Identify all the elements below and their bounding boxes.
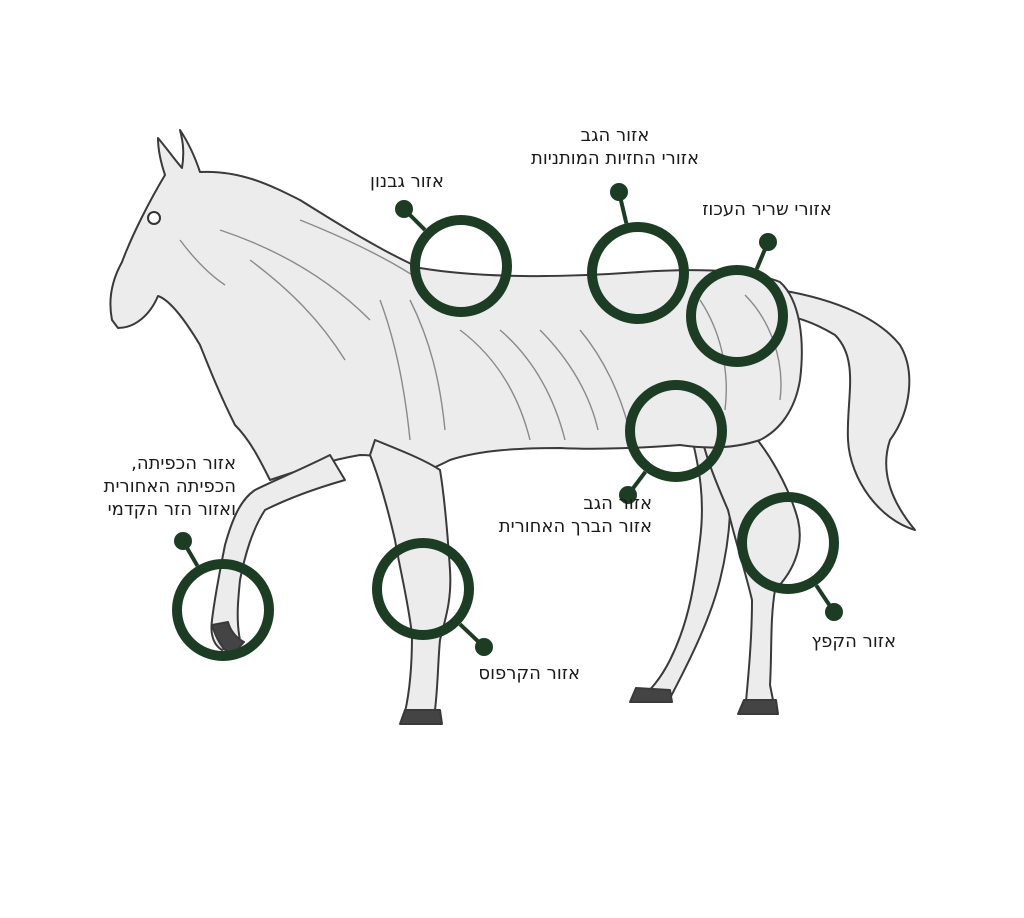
horse-hoof-front <box>399 709 443 725</box>
label-withers: אזור גבנון <box>352 170 462 193</box>
marker-ring-hock <box>737 492 839 594</box>
region-markers <box>172 183 843 661</box>
marker-ring-hind <box>625 380 727 482</box>
marker-ring-croup <box>686 265 788 367</box>
label-hock: אזור הקפץ <box>784 630 896 653</box>
horse-hoof-near-hind <box>737 699 779 715</box>
label-carpus: אזור הקרפוס <box>450 662 580 685</box>
label-hind-line-2: אזור הברך האחורית <box>498 516 652 537</box>
label-hind-line-1: אזור הגב <box>583 493 652 514</box>
marker-ring-back <box>587 222 689 324</box>
horse-eye <box>147 211 161 225</box>
horse-hoof-far-hind <box>629 687 673 703</box>
label-fetlock-line-3: ואזור הזר הקדמי <box>107 499 236 520</box>
marker-ring-fetlock <box>172 559 274 661</box>
marker-dot-withers <box>395 200 413 218</box>
label-fetlock-line-1: אזור הכפיתה, <box>131 453 236 474</box>
horse-muscle-lines <box>179 219 782 441</box>
marker-dot-carpus <box>475 638 493 656</box>
horse-front-extended-leg <box>210 454 346 651</box>
marker-dot-fetlock <box>174 532 192 550</box>
label-fetlock: אזור הכפיתה, הכפיתה האחורית ואזור הזר הק… <box>60 452 236 521</box>
label-hind: אזור הגב אזור הברך האחורית <box>452 492 652 538</box>
label-croup-line-1: אזורי שריר העכוז <box>702 199 832 220</box>
label-croup: אזורי שריר העכוז <box>672 198 862 221</box>
horse-body-outline <box>109 129 803 481</box>
marker-dot-back <box>610 183 628 201</box>
label-back: אזור הגב אזורי החזיות המותניות <box>500 124 730 170</box>
label-fetlock-line-2: הכפיתה האחורית <box>103 476 236 497</box>
label-back-line-2: אזורי החזיות המותניות <box>531 148 699 169</box>
horse-front-supporting-leg <box>369 439 452 713</box>
marker-ring-carpus <box>372 538 474 640</box>
label-carpus-line-1: אזור הקרפוס <box>478 663 580 684</box>
marker-dot-croup <box>759 233 777 251</box>
label-hock-line-1: אזור הקפץ <box>811 631 896 652</box>
marker-dot-hock <box>825 603 843 621</box>
label-withers-line-1: אזור גבנון <box>370 171 444 192</box>
marker-ring-withers <box>410 215 512 317</box>
horse-tail <box>774 289 916 531</box>
marker-dot-hind <box>619 486 637 504</box>
horse-hoof-front-raised <box>211 621 245 656</box>
label-back-line-1: אזור הגב <box>580 125 650 146</box>
